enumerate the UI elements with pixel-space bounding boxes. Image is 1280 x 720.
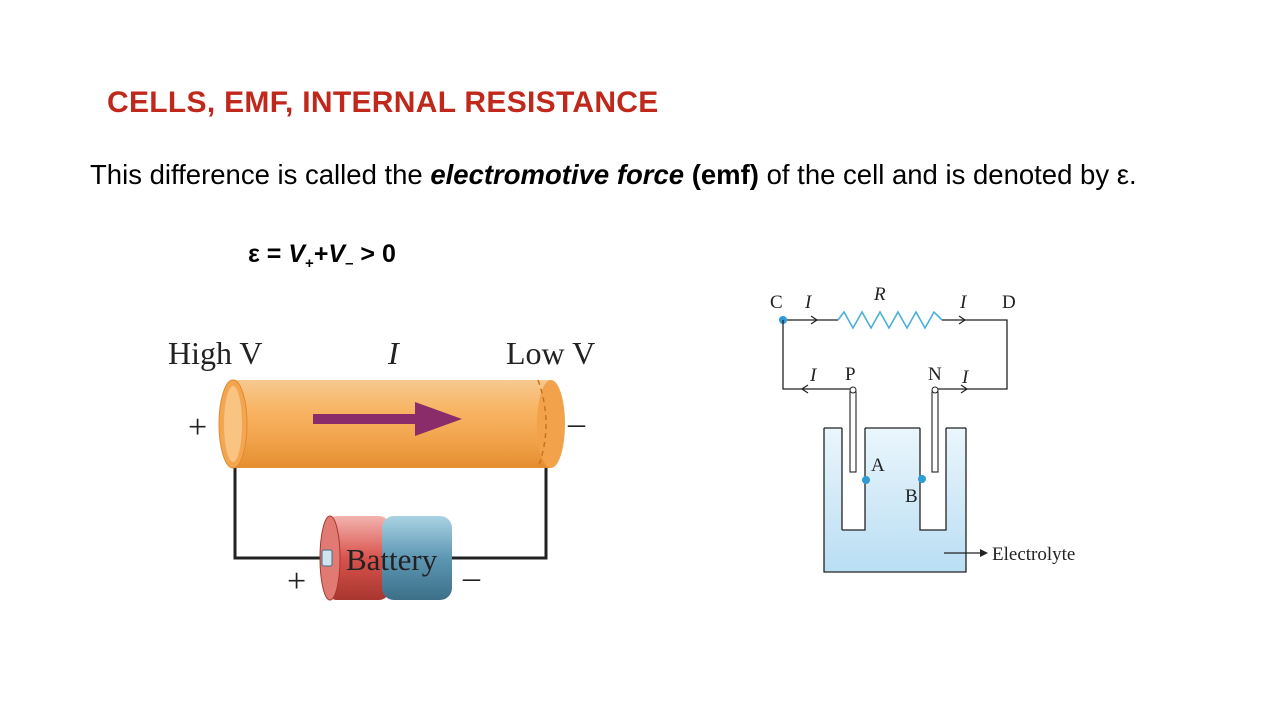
electrode-n	[931, 391, 939, 473]
formula-lhs: ε =	[248, 240, 289, 268]
slide-title: CELLS, EMF, INTERNAL RESISTANCE	[107, 86, 659, 119]
battery-plus-sign: +	[287, 563, 306, 600]
left-wire	[782, 320, 854, 400]
emf-formula: ε = V++V– > 0	[248, 240, 396, 272]
formula-plus-op: +	[313, 240, 329, 268]
label-i-top-right: I	[959, 292, 968, 313]
emf-definition-paragraph: This difference is called the electromot…	[90, 155, 1150, 195]
formula-v-minus: V	[328, 240, 346, 268]
label-r: R	[873, 284, 886, 305]
conductor-battery-figure: High V I Low V + – Battery + –	[168, 335, 595, 601]
label-n: N	[928, 364, 942, 385]
resistor-r	[837, 310, 943, 330]
formula-sub-minus: –	[345, 255, 354, 272]
formula-sub-plus: +	[305, 255, 314, 272]
high-v-label: High V	[168, 335, 263, 371]
circuit-wire-right	[450, 468, 548, 560]
low-v-label: Low V	[506, 335, 595, 371]
formula-v-plus: V	[288, 240, 306, 268]
term-emf: (emf)	[691, 159, 759, 190]
tube-plus-sign: +	[188, 409, 207, 446]
label-a: A	[871, 455, 885, 476]
electrolyte-cell-figure: C I R I D I P N I	[770, 284, 1075, 573]
electrolyte-label: Electrolyte	[992, 544, 1075, 565]
battery: Battery	[319, 515, 452, 601]
text-part1: This difference is called the	[90, 159, 431, 190]
tube-minus-sign: –	[567, 405, 586, 442]
label-p: P	[845, 364, 856, 385]
point-b	[918, 475, 926, 483]
circuit-wire-left	[233, 468, 325, 560]
text-part2	[684, 159, 692, 190]
point-a	[862, 476, 870, 484]
battery-label: Battery	[346, 542, 438, 577]
label-i-right: I	[961, 367, 970, 388]
top-wire	[783, 319, 1008, 390]
label-i-left: I	[809, 365, 818, 386]
formula-rhs: > 0	[353, 240, 396, 268]
label-c: C	[770, 292, 783, 313]
current-direction-arrow	[313, 402, 462, 436]
label-d: D	[1002, 292, 1016, 313]
label-b: B	[905, 486, 918, 507]
current-label-left: I	[387, 335, 400, 371]
label-i-top-left: I	[804, 292, 813, 313]
battery-minus-sign: –	[462, 559, 481, 596]
text-part3: of the cell and is denoted by ε.	[758, 159, 1137, 190]
electrolyte-container	[823, 427, 967, 573]
electrode-p	[849, 391, 857, 473]
term-electromotive-force: electromotive force	[430, 159, 685, 190]
